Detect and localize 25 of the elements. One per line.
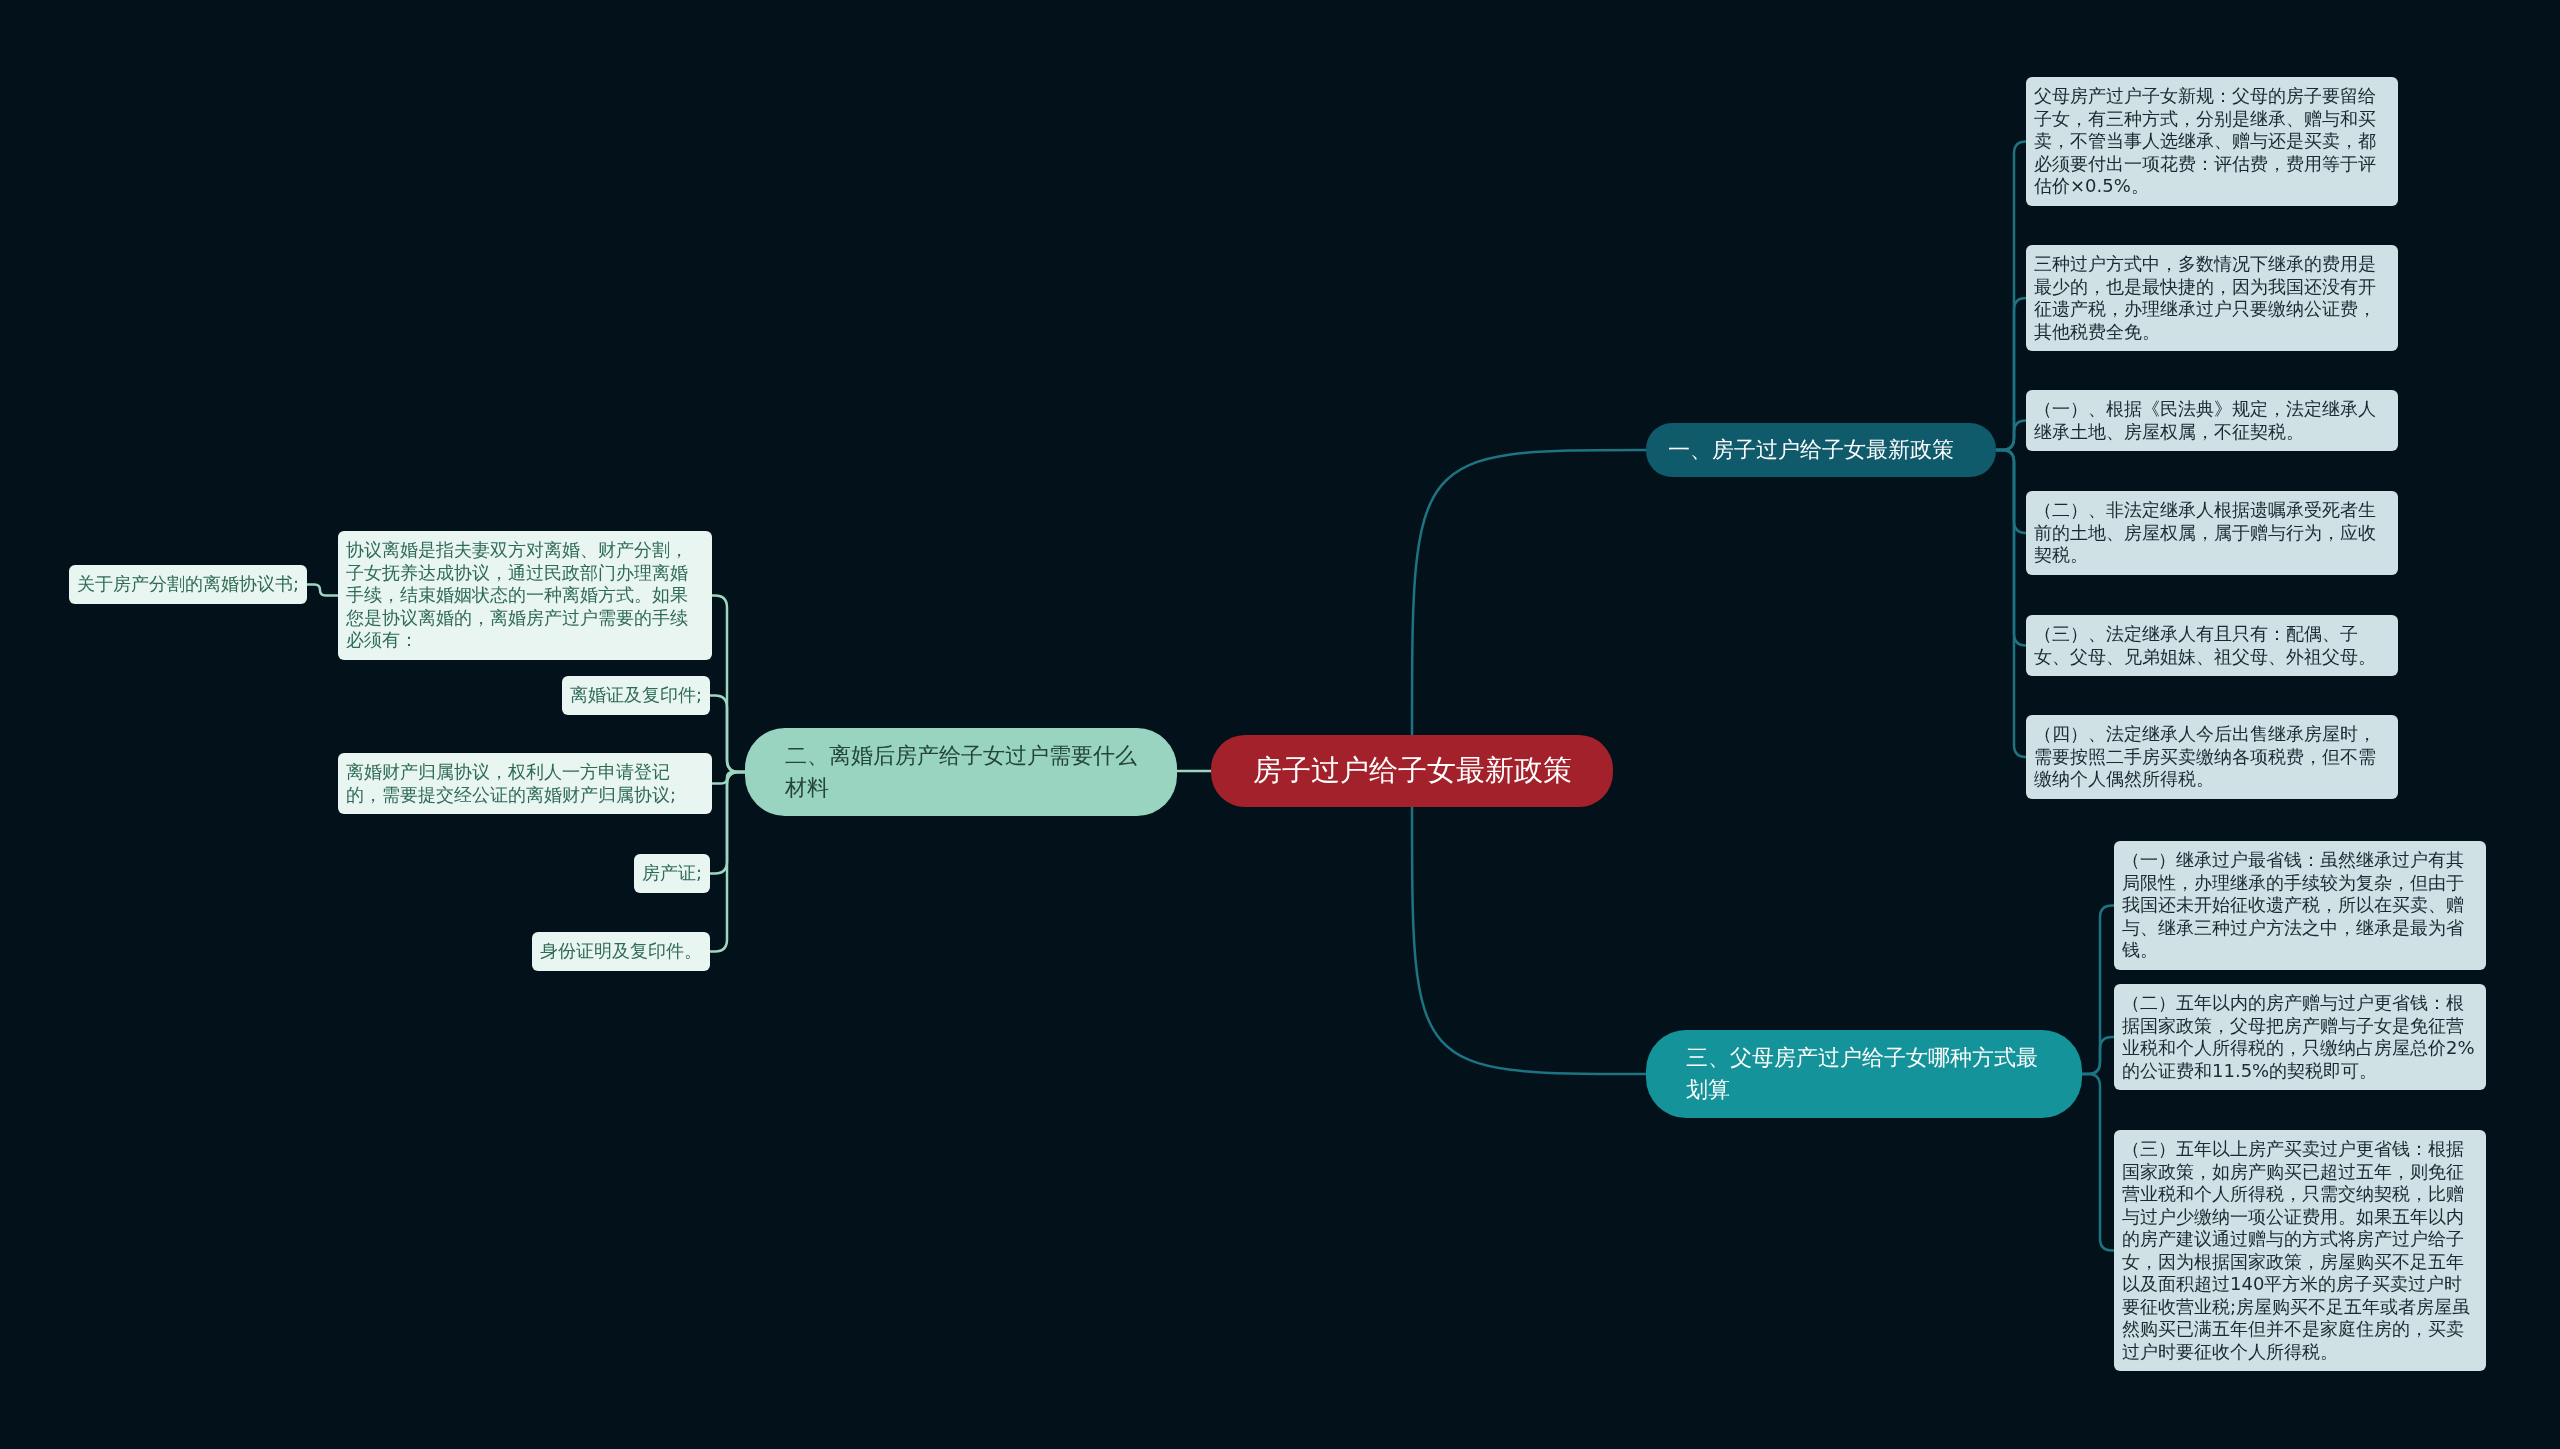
note-card: （一）、根据《民法典》规定，法定继承人继承土地、房屋权属，不征契税。 bbox=[2026, 390, 2398, 451]
note-card: 房产证; bbox=[633, 854, 710, 893]
note-card: （四）、法定继承人今后出售继承房屋时，需要按照二手房买卖缴纳各项税费，但不需缴纳个人偶然所得税。 bbox=[2026, 715, 2398, 799]
note-card: （二）五年以内的房产赠与过户更省钱：根据国家政策，父母把房产赠与子女是免征营业税和个人所得税的，只缴纳占房屋总价2%的公证费和11.5%的契税即可。 bbox=[2114, 984, 2486, 1090]
connector-line bbox=[1410, 807, 1646, 1076]
central-topic: 房子过户给子女最新政策 bbox=[1211, 735, 1613, 807]
note-card: 关于房产分割的离婚协议书; bbox=[68, 565, 307, 604]
branch-topic: 二、离婚后房产给子女过户需要什么材料 bbox=[745, 728, 1177, 816]
note-card: 离婚财产归属协议，权利人一方申请登记的，需要提交经公证的离婚财产归属协议; bbox=[338, 753, 712, 814]
note-card: （二）、非法定继承人根据遗嘱承受死者生前的土地、房屋权属，属于赠与行为，应收契税。 bbox=[2026, 491, 2398, 575]
note-card: 协议离婚是指夫妻双方对离婚、财产分割，子女抚养达成协议，通过民政部门办理离婚手续，结束婚姻状态的一种离婚方式。如果您是协议离婚的，离婚房产过户需要的手续必须有： bbox=[338, 531, 712, 660]
note-card: 父母房产过户子女新规：父母的房子要留给子女，有三种方式，分别是继承、赠与和买卖，不管当事人选继承、赠与还是买卖，都必须要付出一项花费：评估费，费用等于评估价×0.5%。 bbox=[2026, 77, 2398, 206]
connector-line bbox=[1177, 769, 1211, 773]
note-card: （三）五年以上房产买卖过户更省钱：根据国家政策，如房产购买已超过五年，则免征营业税和个人所得税，只需交纳契税，比赠与过户少缴纳一项公证费用。如果五年以内的房产建议通过赠与的方式将房产过户给子女，因为根据国家政策，房屋购买不足五年以及面积超过140平方米的房子买卖过户时要征收营业税;房屋购买不足五年或者房屋虽然购买已满五年但并不是家庭住房的，买卖过户时要征收个人所得税。 bbox=[2114, 1130, 2486, 1371]
note-card: 身份证明及复印件。 bbox=[532, 932, 710, 971]
connector-line bbox=[1410, 448, 1646, 735]
note-card: （一）继承过户最省钱：虽然继承过户有其局限性，办理继承的手续较为复杂，但由于我国还未开始征收遗产税，所以在买卖、赠与、继承三种过户方法之中，继承是最为省钱。 bbox=[2114, 841, 2486, 970]
note-card: 三种过户方式中，多数情况下继承的费用是最少的，也是最快捷的，因为我国还没有开征遗产税，办理继承过户只要缴纳公证费，其他税费全免。 bbox=[2026, 245, 2398, 351]
note-card: 离婚证及复印件; bbox=[561, 676, 710, 715]
connector-line bbox=[2082, 1072, 2114, 1252]
connector-line bbox=[1996, 448, 2028, 759]
note-card: （三）、法定继承人有且只有：配偶、子女、父母、兄弟姐妹、祖父母、外祖父母。 bbox=[2026, 615, 2398, 676]
branch-topic: 三、父母房产过户给子女哪种方式最划算 bbox=[1646, 1030, 2082, 1118]
connector-line bbox=[307, 583, 338, 597]
branch-topic: 一、房子过户给子女最新政策 bbox=[1646, 423, 1996, 477]
